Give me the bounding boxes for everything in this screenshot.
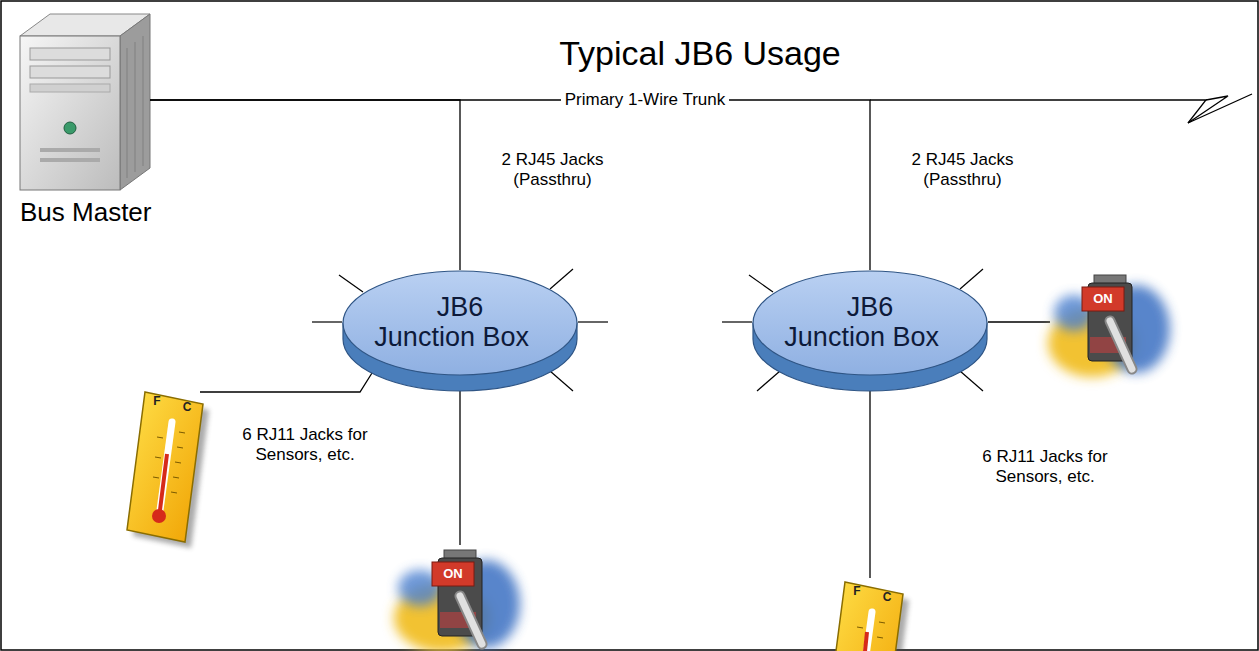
switch-icon-part — [1110, 321, 1132, 369]
jack-note: 6 RJ11 Jacks for Sensors, etc. — [240, 425, 370, 464]
jack-spokes-part — [339, 275, 363, 292]
server-icon-part — [20, 36, 120, 190]
jack-spokes-part — [960, 269, 983, 289]
thermometer-icon-part-part — [877, 637, 883, 638]
cylinder-top — [343, 271, 577, 375]
switch-icon-part — [1082, 287, 1124, 311]
node-label: JB6 Junction Box — [781, 293, 942, 352]
jack-spokes-part — [550, 371, 573, 391]
bus-master-node: Bus Master — [10, 8, 160, 238]
thermometer-icon-part — [153, 432, 185, 493]
diagram-title: Typical JB6 Usage — [559, 34, 841, 73]
server-icon-part — [30, 84, 110, 92]
thermometer-icon-part — [152, 509, 166, 523]
thermometer-icon-part — [160, 422, 172, 510]
trunk-extension — [870, 94, 1252, 123]
server-icon-part — [30, 66, 110, 78]
server-icon-part — [40, 158, 100, 162]
cylinder-top — [753, 271, 987, 375]
thermometer-icon-part-part — [179, 432, 185, 433]
jack-spokes-part — [757, 371, 780, 391]
bus-wire — [150, 100, 460, 270]
server-icon-part — [127, 48, 128, 178]
switch-icon-part — [432, 562, 474, 586]
thermometer-icon-part-part — [153, 477, 159, 478]
sensor-leads-part — [869, 390, 870, 578]
node-label: JB6 Junction Box — [371, 293, 532, 352]
trunk-extension-part — [870, 99, 1160, 100]
scale-letter: F — [850, 585, 864, 597]
jack-spokes-part — [722, 321, 752, 322]
trunk-label: Primary 1-Wire Trunk — [561, 90, 730, 110]
thermometer-icon-part-part — [177, 447, 183, 448]
thermometer-icon-part-part — [157, 437, 163, 438]
thermometer-icon-part-part — [171, 492, 177, 493]
scale-letter: C — [880, 591, 894, 603]
thermometer-icon-part-part — [857, 627, 863, 628]
thermometer-icon-part-part — [879, 622, 885, 623]
jack-spokes-part — [749, 275, 773, 292]
thermometer-icon-part-part — [175, 462, 181, 463]
jack-spokes-part — [312, 321, 342, 322]
thermometer-icon-part — [857, 622, 885, 638]
scale-letter: C — [180, 401, 194, 413]
jack-spokes-part — [960, 371, 983, 391]
jack-spokes-part — [550, 269, 573, 289]
switch-icon — [1048, 275, 1170, 377]
jack-spokes-part — [578, 321, 608, 322]
node-label: Bus Master — [20, 198, 152, 228]
thermometer-icon-part-part — [155, 457, 161, 458]
server-icon-part — [64, 122, 76, 134]
switch-icon-part — [460, 596, 482, 644]
junction-box: JB6 Junction Box — [752, 270, 988, 394]
thermometer-icon — [127, 392, 209, 548]
thermometer-icon — [827, 582, 909, 651]
trunk-extension-part — [1188, 96, 1228, 123]
jack-note: 2 RJ45 Jacks (Passthru) — [905, 150, 1020, 189]
sensor-leads-part — [200, 373, 372, 392]
trunk-extension-part — [1160, 94, 1252, 123]
server-icon-part — [40, 148, 100, 152]
sensor-leads-part — [988, 321, 1050, 322]
switch-marking: ON — [432, 562, 474, 586]
switch-icon-part — [460, 596, 482, 644]
sensor-leads-part — [459, 390, 460, 545]
thermometer-icon-part — [827, 582, 903, 651]
thermometer-icon-part — [127, 392, 203, 542]
switch-icon-part — [1110, 321, 1132, 369]
thermometer-icon-part — [860, 612, 872, 651]
scale-letter: F — [150, 395, 164, 407]
switch-marking: ON — [1082, 287, 1124, 311]
junction-box: JB6 Junction Box — [342, 270, 578, 394]
server-icon-part — [143, 36, 144, 166]
switch-icon — [394, 550, 520, 651]
bus-wire — [150, 100, 870, 270]
thermometer-icon-part — [860, 632, 867, 651]
thermometer-icon-part-part — [173, 477, 179, 478]
server-icon-part — [135, 42, 136, 172]
server-icon-part — [30, 48, 110, 60]
jack-note: 6 RJ11 Jacks for Sensors, etc. — [975, 447, 1115, 486]
jack-note: 2 RJ45 Jacks (Passthru) — [495, 150, 610, 189]
server-icon — [20, 14, 150, 190]
thermometer-icon-part — [160, 454, 167, 510]
server-icon-part — [120, 14, 150, 190]
